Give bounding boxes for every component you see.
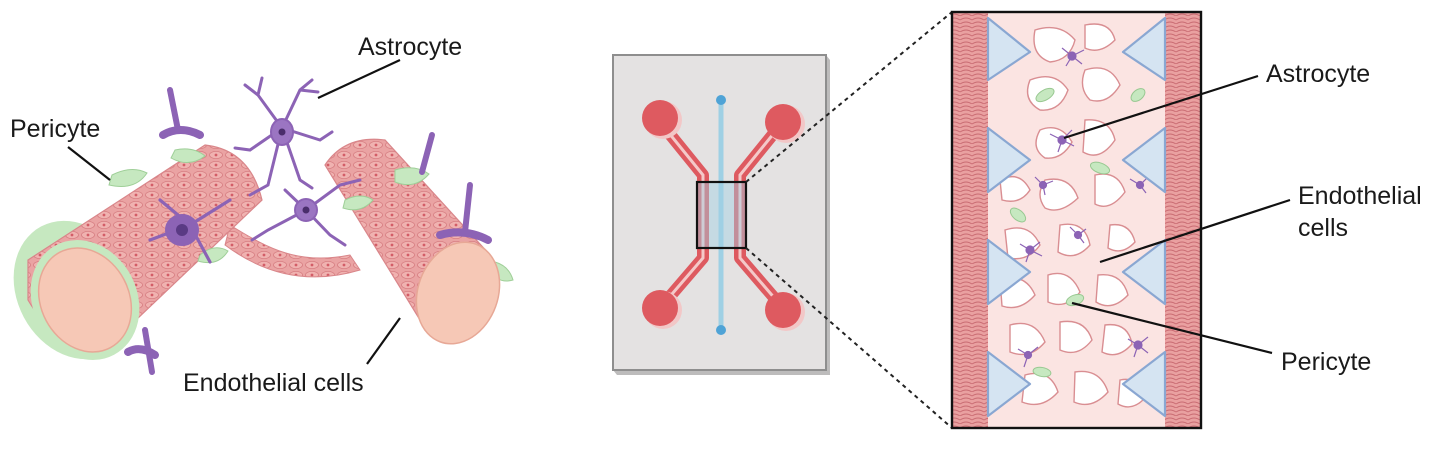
- label-astrocyte-left: Astrocyte: [358, 33, 462, 61]
- pericyte-leader-left: [67, 146, 111, 181]
- blue-port-bottom: [716, 325, 726, 335]
- blue-port-top: [716, 95, 726, 105]
- label-endothelial-right-line2: cells: [1298, 214, 1348, 242]
- pericyte-patch: [170, 148, 206, 163]
- label-astrocyte-right: Astrocyte: [1266, 60, 1370, 88]
- right-blood-vessel: [324, 138, 514, 345]
- micropillars-right: [1121, 16, 1167, 418]
- endothelial-leader-left: [366, 317, 401, 365]
- left-blood-vessel: [27, 144, 263, 360]
- label-endothelial-right-line1: Endothelial: [1298, 182, 1422, 210]
- astrocyte-endfeet: [124, 87, 492, 375]
- pericyte-leader-right: [1071, 301, 1273, 355]
- micropillars-left: [986, 16, 1032, 418]
- left-vessel-illustration: Astrocyte Pericyte Endothelial cells: [10, 33, 514, 397]
- astrocytes-matrix: [1017, 47, 1149, 368]
- magnified-frame: [950, 10, 1203, 430]
- label-pericyte-right: Pericyte: [1281, 348, 1371, 376]
- pericytes-matrix: [1009, 87, 1146, 378]
- endothelial-leader-right: [1099, 198, 1291, 264]
- vessel-lumen-right: [415, 241, 501, 345]
- zoom-line-bottom: [745, 247, 953, 429]
- pericyte-patch: [342, 195, 374, 211]
- zoom-region-box: [695, 180, 748, 250]
- astrocyte-leader-left: [317, 59, 401, 99]
- chip-ports: [642, 100, 805, 331]
- magnified-channel: Astrocyte Endothelial cells Pericyte: [950, 10, 1422, 430]
- bridge-capillary: [224, 224, 361, 278]
- pericyte-patch: [108, 169, 148, 187]
- astrocyte-leader-right: [1063, 74, 1259, 140]
- label-pericyte-left: Pericyte: [10, 115, 100, 143]
- label-endothelial-left: Endothelial cells: [183, 369, 364, 397]
- matrix-gel: [988, 12, 1165, 428]
- astrocyte-cell: [148, 76, 362, 264]
- channel-wall-left: [952, 12, 988, 428]
- organ-on-chip: [612, 11, 953, 429]
- vessel-lumen-left: [37, 247, 133, 353]
- channel-wall-right: [1165, 12, 1201, 428]
